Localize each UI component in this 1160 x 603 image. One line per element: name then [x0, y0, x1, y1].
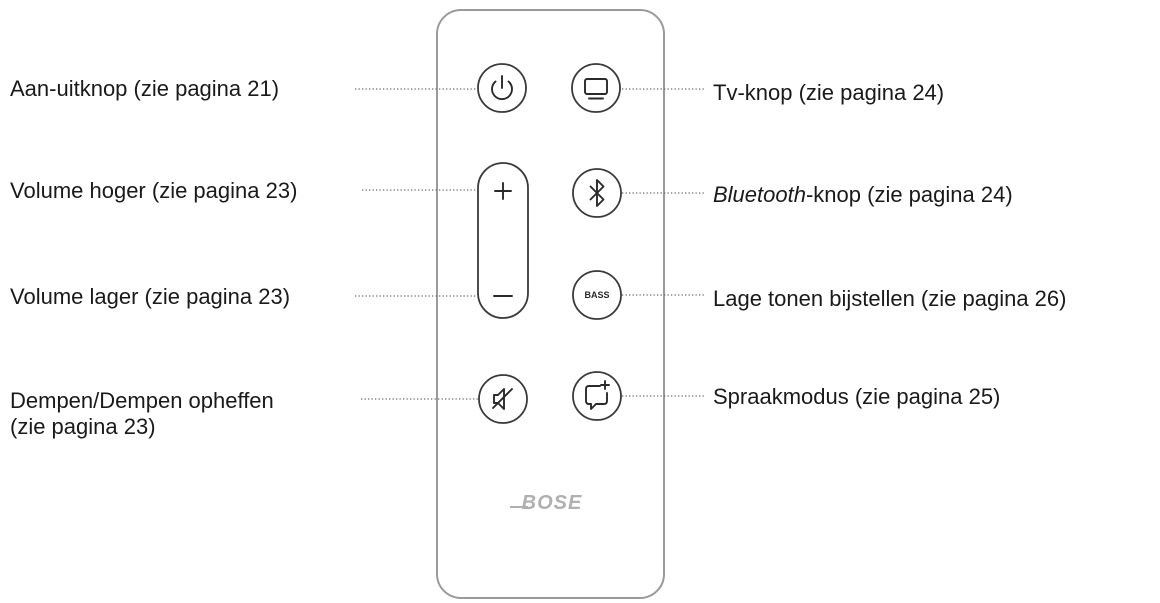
mute-label-line2: (zie pagina 23): [10, 414, 156, 439]
power-button[interactable]: [477, 63, 527, 113]
bluetooth-label-rest: -knop (zie pagina 24): [805, 182, 1013, 207]
bluetooth-label: Bluetooth-knop (zie pagina 24): [713, 182, 1013, 208]
mute-label-line1: Dempen/Dempen opheffen: [10, 388, 274, 413]
volume-up-button[interactable]: [478, 163, 528, 223]
bass-button[interactable]: BASS: [572, 270, 622, 320]
mute-button[interactable]: [478, 374, 528, 424]
tv-icon: [584, 78, 608, 100]
bass-button-label: BASS: [584, 290, 609, 300]
plus-icon: [494, 182, 512, 200]
tv-label: Tv-knop (zie pagina 24): [713, 80, 945, 105]
remote-body: [436, 9, 665, 599]
volume-down-label: Volume lager (zie pagina 23): [10, 284, 291, 309]
bluetooth-label-italic: Bluetooth: [713, 182, 806, 207]
volume-down-button[interactable]: [478, 258, 528, 318]
volume-rocker: [477, 162, 529, 319]
bluetooth-icon: [589, 179, 605, 207]
power-label: Aan-uitknop (zie pagina 21): [10, 76, 280, 101]
speech-bubble-plus-icon: [585, 380, 610, 410]
mute-label: Dempen/Dempen opheffen (zie pagina 23): [10, 388, 274, 440]
bluetooth-button[interactable]: [572, 168, 622, 218]
speech-mode-label: Spraakmodus (zie pagina 25): [713, 384, 1001, 409]
speech-mode-button[interactable]: [572, 371, 622, 421]
bass-label: Lage tonen bijstellen (zie pagina 26): [713, 286, 1067, 311]
mute-icon: [492, 388, 513, 410]
brand-text: BOSE: [522, 492, 583, 514]
bose-logo: BOSE: [510, 492, 583, 514]
tv-button[interactable]: [571, 63, 621, 113]
volume-up-label: Volume hoger (zie pagina 23): [10, 178, 298, 203]
power-icon: [491, 75, 513, 100]
